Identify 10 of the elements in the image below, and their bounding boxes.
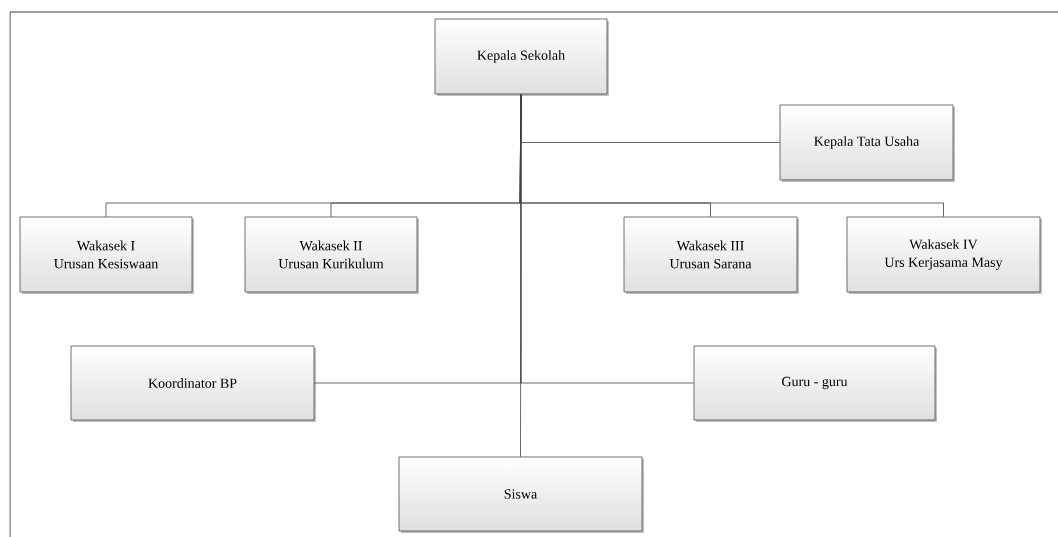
org-box: Guru - guru [693, 345, 937, 422]
org-box: Siswa [398, 456, 644, 533]
org-box: Wakasek II Urusan Kurikulum [244, 216, 419, 294]
org-box: Wakasek IV Urs Kerjasama Masy [846, 216, 1042, 294]
org-box: Kepala Tata Usaha [779, 104, 955, 182]
org-box: Koordinator BP [70, 345, 316, 422]
org-box: Kepala Sekolah [434, 18, 609, 96]
org-box: Wakasek I Urusan Kesiswaan [19, 216, 194, 294]
connector-line [520, 94, 522, 457]
org-box: Wakasek III Urusan Sarana [623, 216, 799, 294]
